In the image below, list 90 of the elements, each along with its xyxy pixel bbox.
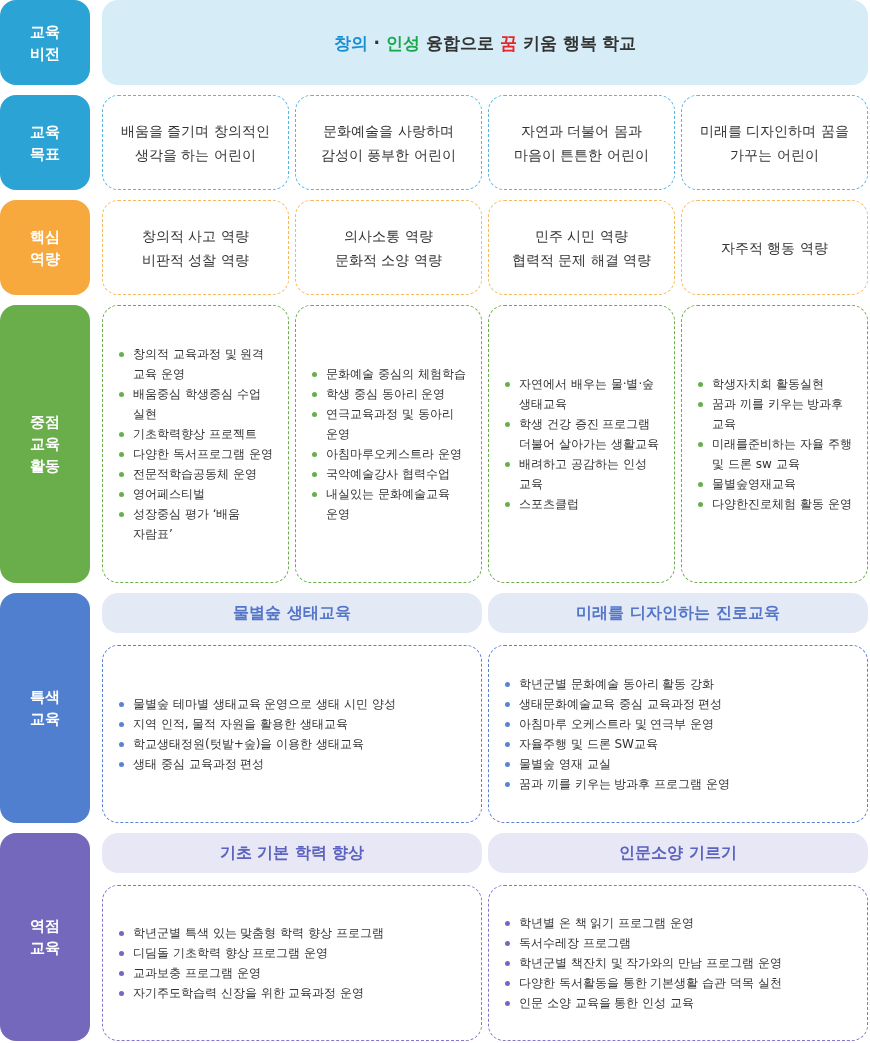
list-item: 자연에서 배우는 물·별·숲 생태교육 (505, 374, 666, 414)
list-item: 전문적학습공동체 운영 (119, 464, 280, 484)
section-title: 물별숲 생태교육 (233, 602, 351, 624)
list-card (488, 305, 675, 583)
list-item: 디딤돌 기초학력 향상 프로그램 운영 (119, 943, 473, 963)
section-title: 인문소양 기르기 (619, 842, 737, 864)
list-item: 문화예술 중심의 체험학습 (312, 364, 473, 384)
list-card (295, 305, 482, 583)
row-header (0, 95, 90, 190)
section-band (102, 833, 482, 873)
card-text: 민주 시민 역량 (534, 226, 629, 246)
row-header (0, 833, 90, 1041)
card-text: 배움을 즐기며 창의적인 생각을 하는 어린이 (120, 121, 271, 165)
card-text: 문화적 소양 역량 (334, 250, 443, 270)
goal-card (488, 200, 675, 295)
card-text: 의사소통 역량 (343, 226, 434, 246)
vision-banner (102, 0, 868, 85)
list-item: 다양한 독서활동을 통한 기본생활 습관 덕목 실천 (505, 973, 859, 993)
list-item: 성장중심 평가 ‘배움 자람표’ (119, 504, 280, 544)
goal-card (681, 95, 868, 190)
list-item: 자기주도학습력 신장을 위한 교육과정 운영 (119, 983, 473, 1003)
list-item: 학생 건강 증진 프로그램 더불어 살아가는 생활교육 (505, 414, 666, 454)
list-item: 배려하고 공감하는 인성 교육 (505, 454, 666, 494)
list-card (102, 885, 482, 1041)
list-item: 학년별 온 책 읽기 프로그램 운영 (505, 913, 859, 933)
list-item: 아침마루 오케스트라 및 연극부 운영 (505, 714, 859, 734)
list-item: 학생 중심 동아리 운영 (312, 384, 473, 404)
card-text: 창의적 사고 역량 (141, 226, 250, 246)
list-item: 자율주행 및 드론 SW교육 (505, 734, 859, 754)
list-card (488, 645, 868, 823)
list-item: 국악예술강사 협력수업 (312, 464, 473, 484)
list-item: 독서수레장 프로그램 (505, 933, 859, 953)
list-item: 물별숲영재교육 (698, 474, 859, 494)
list-item: 꿈과 끼를 키우는 방과후 프로그램 운영 (505, 774, 859, 794)
list-item: 학년군별 책잔치 및 작가와의 만남 프로그램 운영 (505, 953, 859, 973)
list-item: 배움중심 학생중심 수업 실현 (119, 384, 280, 424)
list-item: 지역 인적, 물적 자원을 활용한 생태교육 (119, 714, 473, 734)
list-card (102, 645, 482, 823)
list-card (102, 305, 289, 583)
row-header (0, 305, 90, 583)
list-card (681, 305, 868, 583)
list-item: 기초학력향상 프로젝트 (119, 424, 280, 444)
list-item: 다양한 독서프로그램 운영 (119, 444, 280, 464)
list-item: 생태문화예술교육 중심 교육과정 편성 (505, 694, 859, 714)
list-item: 학년군별 특색 있는 맞춤형 학력 향상 프로그램 (119, 923, 473, 943)
list-item: 미래를준비하는 자율 주행 및 드론 sw 교육 (698, 434, 859, 474)
goal-card (102, 200, 289, 295)
section-title: 기초 기본 학력 향상 (219, 842, 365, 864)
list-item: 다양한진로체험 활동 운영 (698, 494, 859, 514)
section-band (488, 833, 868, 873)
list-item: 물별숲 테마별 생태교육 운영으로 생태 시민 양성 (119, 694, 473, 714)
list-item: 학교생태정원(텃밭+숲)을 이용한 생태교육 (119, 734, 473, 754)
list-item: 스포츠클럽 (505, 494, 666, 514)
list-item: 교과보충 프로그램 운영 (119, 963, 473, 983)
card-text: 협력적 문제 해결 역량 (510, 250, 653, 270)
list-card (488, 885, 868, 1041)
goal-card (295, 200, 482, 295)
goal-card (488, 95, 675, 190)
card-text: 자주적 행동 역량 (720, 238, 829, 258)
card-text: 비판적 성찰 역량 (141, 250, 250, 270)
list-item: 학년군별 문화예술 동아리 활동 강화 (505, 674, 859, 694)
row-header-label: 역점 교육 (29, 916, 61, 959)
row-header-label: 핵심 역량 (29, 226, 61, 270)
list-item: 영어페스티벌 (119, 484, 280, 504)
list-item: 학생자치회 활동실현 (698, 374, 859, 394)
row-header (0, 0, 90, 85)
card-text: 자연과 더불어 몸과 마음이 튼튼한 어린이 (513, 121, 650, 165)
row-header-label: 특색 교육 (29, 687, 61, 730)
goal-card (295, 95, 482, 190)
row-header-label: 중점 교육 활동 (29, 412, 61, 477)
list-item: 창의적 교육과정 및 원격 교육 운영 (119, 344, 280, 384)
card-text: 문화예술을 사랑하며 감성이 풍부한 어린이 (320, 121, 457, 165)
list-item: 내실있는 문화예술교육 운영 (312, 484, 473, 524)
vision-statement: 창의 · 인성 융합으로 꿈 키움 행복 학교 (332, 31, 638, 55)
row-header-label: 교육 목표 (29, 121, 61, 165)
list-item: 연극교육과정 및 동아리 운영 (312, 404, 473, 444)
list-item: 아침마루오케스트라 운영 (312, 444, 473, 464)
section-band (488, 593, 868, 633)
list-item: 생태 중심 교육과정 편성 (119, 754, 473, 774)
list-item: 인문 소양 교육을 통한 인성 교육 (505, 993, 859, 1013)
card-text: 미래를 디자인하며 꿈을 가꾸는 어린이 (699, 121, 850, 165)
goal-card (102, 95, 289, 190)
list-item: 꿈과 끼를 키우는 방과후 교육 (698, 394, 859, 434)
section-band (102, 593, 482, 633)
row-header-label: 교육 비전 (29, 21, 61, 65)
list-item: 물별숲 영재 교실 (505, 754, 859, 774)
row-header (0, 200, 90, 295)
goal-card (681, 200, 868, 295)
section-title: 미래를 디자인하는 진로교육 (576, 602, 780, 624)
row-header (0, 593, 90, 823)
